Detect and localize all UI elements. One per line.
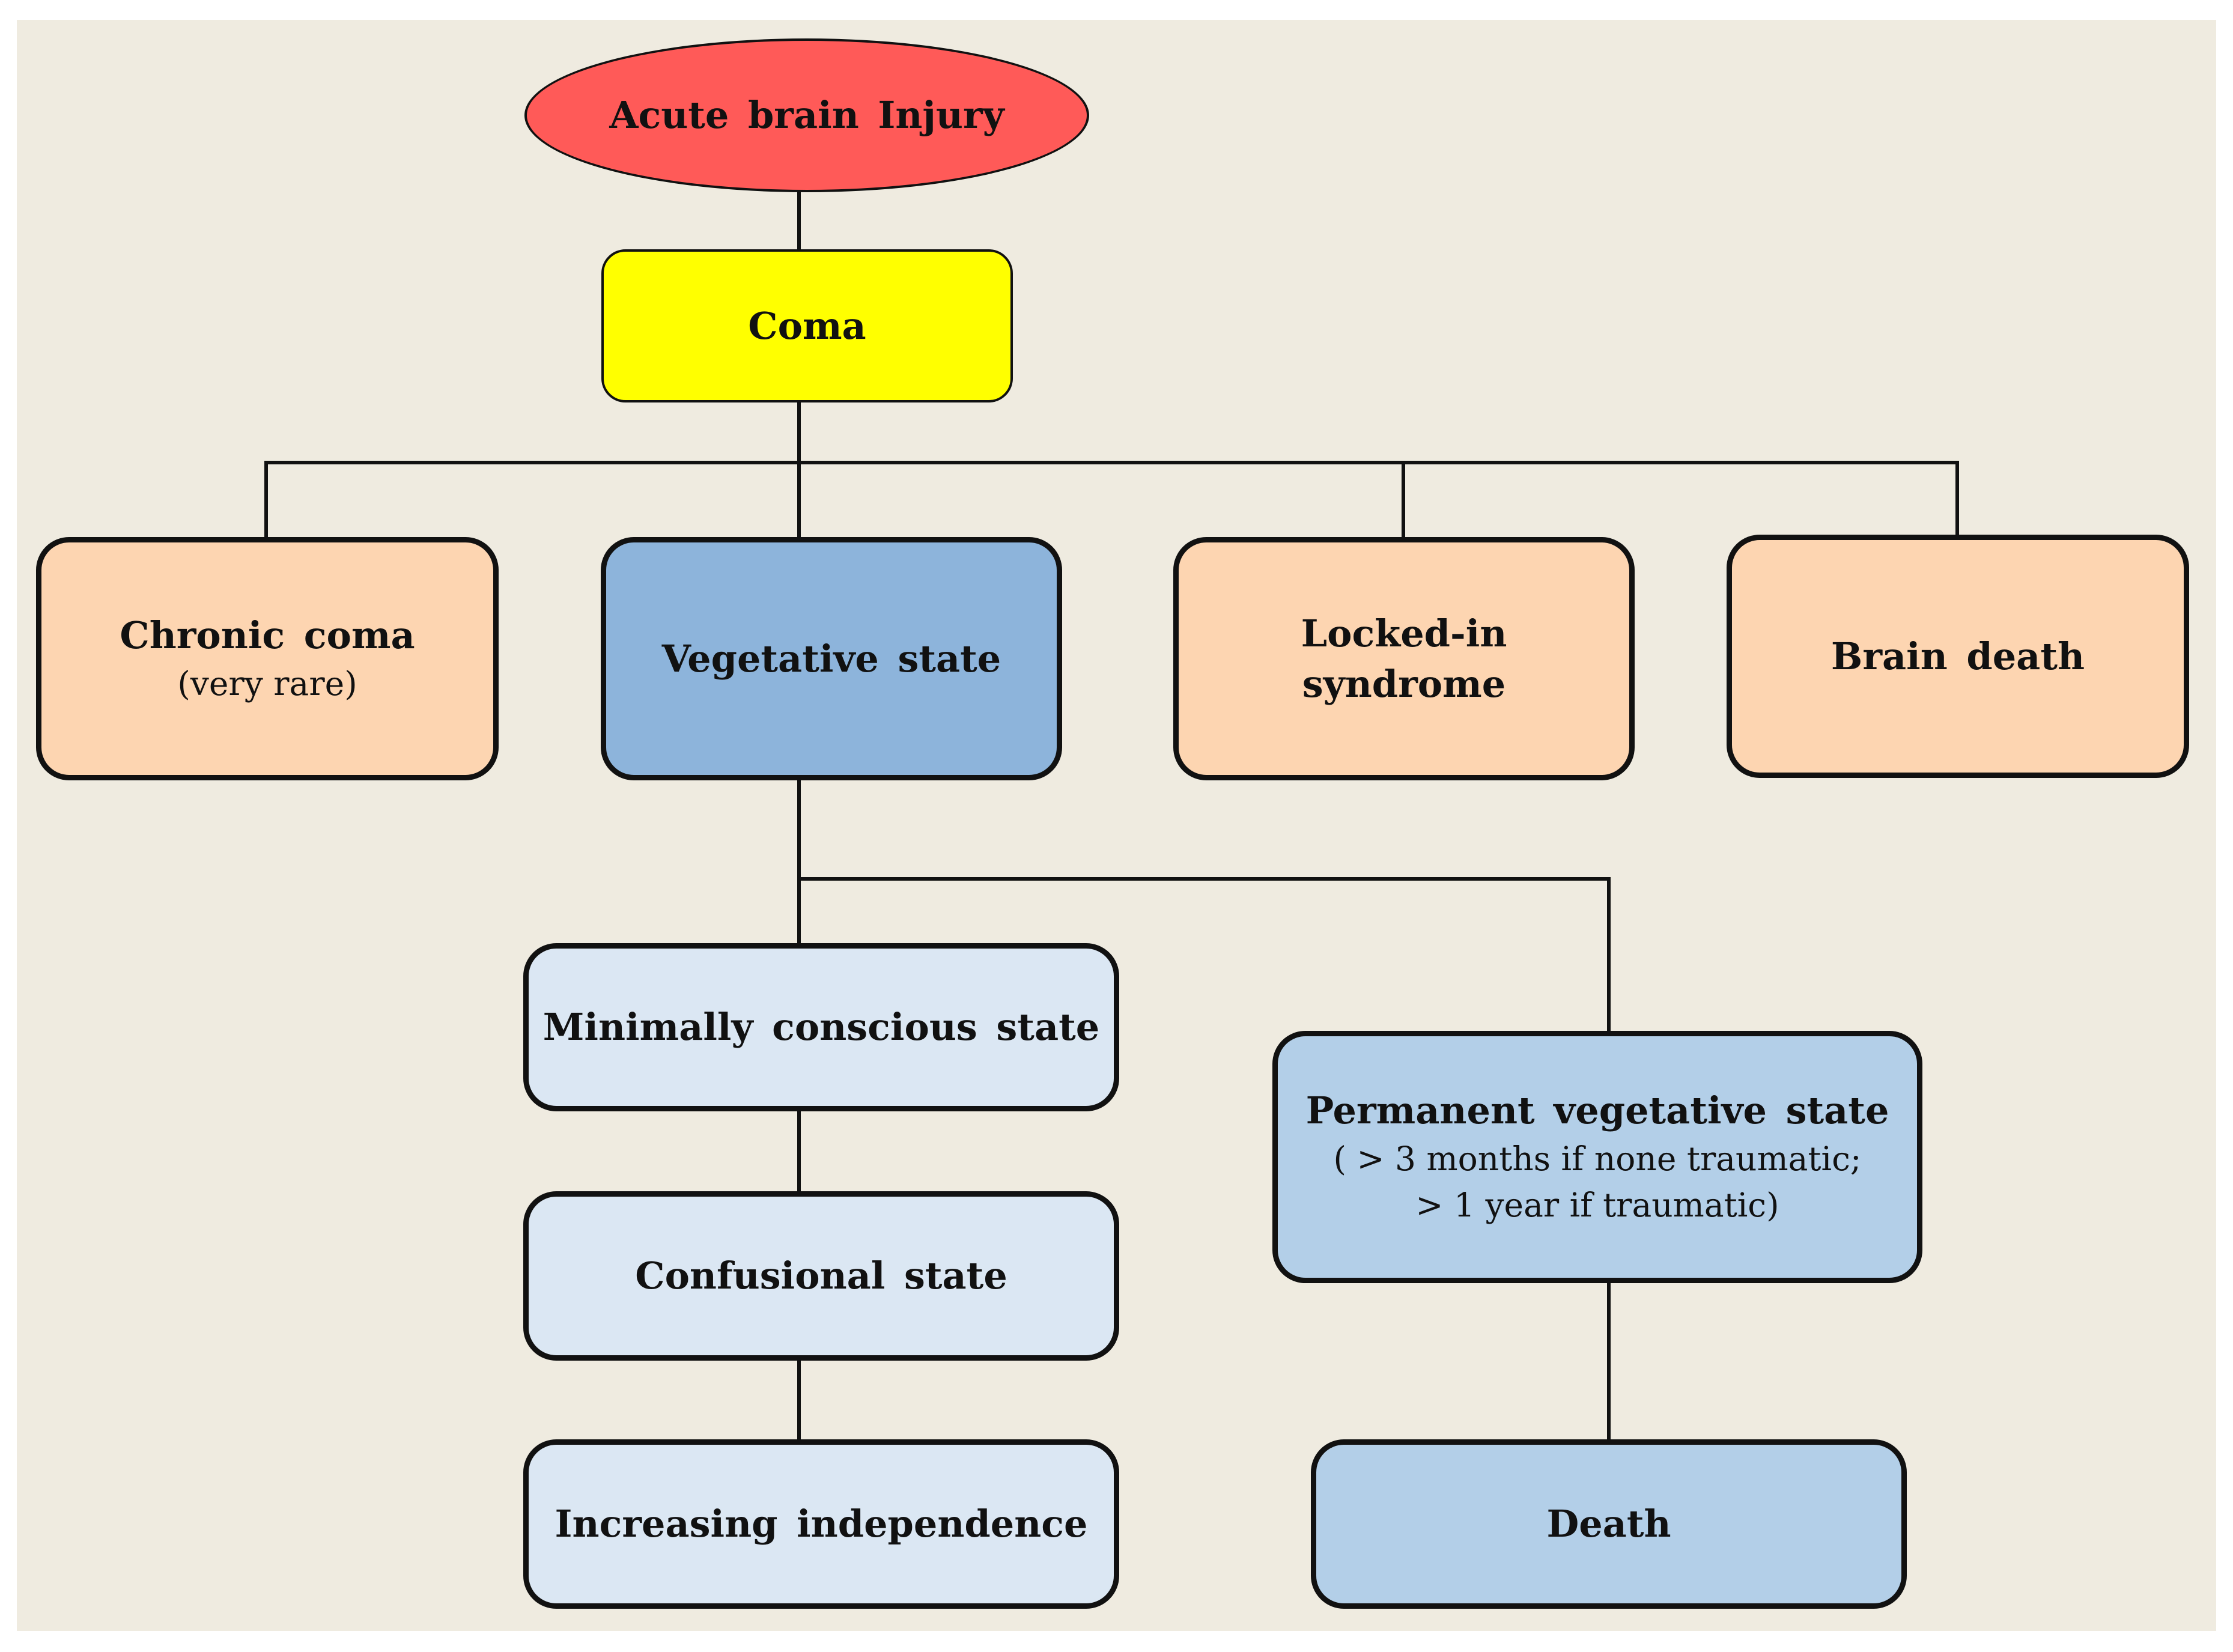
node-acute-brain-injury-label: Acute brain Injury <box>609 93 1004 138</box>
node-locked-in-label-line1: Locked-in <box>1301 611 1507 655</box>
node-vegetative-state: Vegetative state <box>601 537 1062 780</box>
node-permanent-vegetative-note-line2: > 1 year if traumatic) <box>1415 1185 1779 1224</box>
node-confusional-state: Confusional state <box>523 1191 1119 1361</box>
node-increasing-independence-label: Increasing independence <box>554 1502 1088 1546</box>
node-chronic-coma-label: Chronic coma <box>120 613 415 658</box>
node-brain-death-label: Brain death <box>1830 634 2085 678</box>
node-coma: Coma <box>601 249 1013 402</box>
node-permanent-vegetative-note-line1: ( > 3 months if none traumatic; <box>1333 1139 1862 1178</box>
node-permanent-vegetative-state: Permanent vegetative state ( > 3 months … <box>1272 1031 1922 1283</box>
node-brain-death: Brain death <box>1727 535 2189 778</box>
node-permanent-vegetative-state-label: Permanent vegetative state <box>1305 1089 1889 1133</box>
node-locked-in-syndrome: Locked-in syndrome <box>1173 537 1635 780</box>
node-chronic-coma: Chronic coma (very rare) <box>36 537 499 780</box>
node-confusional-state-label: Confusional state <box>635 1254 1007 1298</box>
node-minimally-conscious-state: Minimally conscious state <box>523 943 1119 1111</box>
node-increasing-independence: Increasing independence <box>523 1439 1119 1609</box>
node-death: Death <box>1311 1439 1907 1609</box>
node-locked-in-label-line2: syndrome <box>1302 661 1506 706</box>
node-vegetative-state-label: Vegetative state <box>661 636 1001 681</box>
node-acute-brain-injury: Acute brain Injury <box>524 38 1089 192</box>
diagram-canvas <box>17 20 2216 1631</box>
node-chronic-coma-note: (very rare) <box>177 664 357 703</box>
node-minimally-conscious-state-label: Minimally conscious state <box>542 1005 1100 1049</box>
node-death-label: Death <box>1546 1502 1671 1546</box>
node-coma-label: Coma <box>748 303 866 348</box>
